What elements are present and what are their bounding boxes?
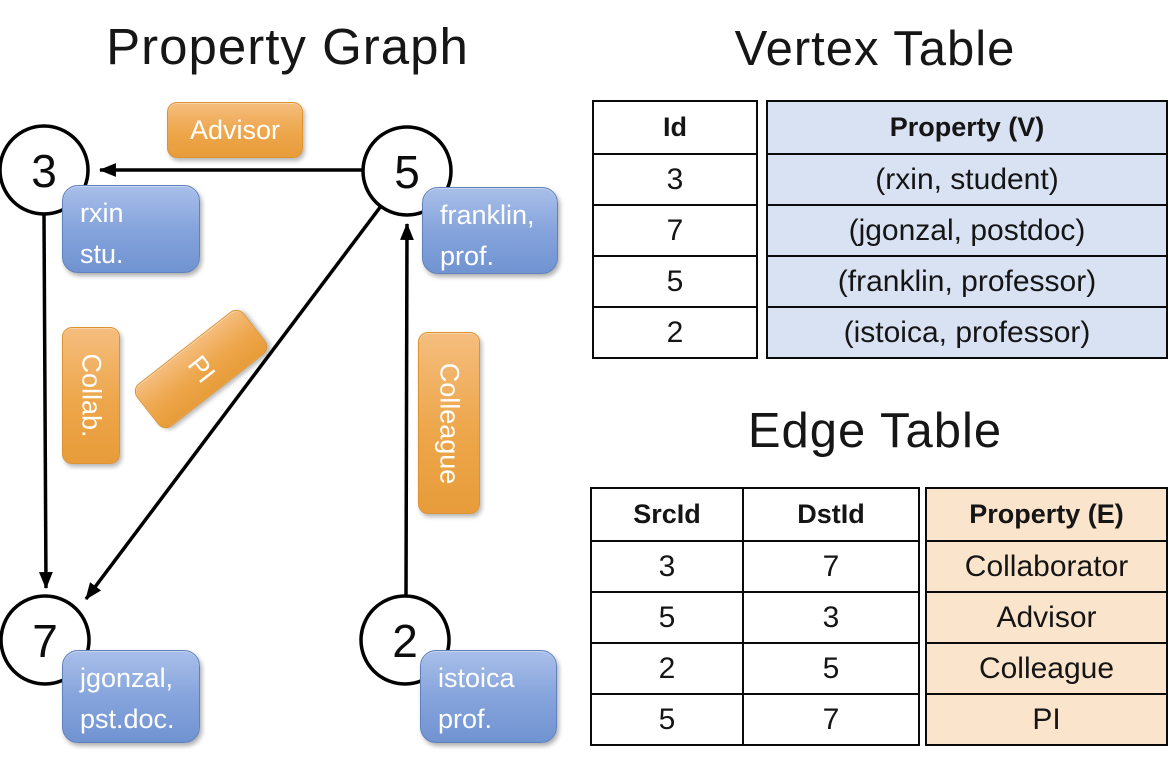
table-row: Property (V) [766,100,1168,155]
node-2-property-line1: istoica [438,663,515,693]
table-row: 2 [592,306,758,359]
edge-label-colleague-text: Colleague [434,362,465,484]
table-row: 5 7 [590,693,920,746]
edge-srcid-cell: 5 [590,591,744,644]
vertex-table-property-column: Property (V) (rxin, student) (jgonzal, p… [766,100,1168,359]
edge-table-property-column: Property (E) Collaborator Advisor Collea… [925,487,1168,746]
edge-table-id-columns: SrcId DstId 3 7 5 3 2 5 5 7 [590,487,920,746]
edge-srcid-cell: 3 [590,540,744,593]
edge-srcid-cell: 2 [590,642,744,695]
node-5-property-box: franklin, prof. [422,187,558,274]
vertex-property-cell: (rxin, student) [766,153,1168,206]
node-3-property-line2: stu. [80,239,124,269]
node-7-property-line2: pst.doc. [80,704,175,734]
table-row: Colleague [925,642,1168,695]
node-7-id: 7 [32,615,58,667]
edge-label-advisor: Advisor [167,102,303,158]
edge-dstid-cell: 7 [742,540,920,593]
node-7-property-line1: jgonzal, [80,663,174,693]
node-5-id: 5 [394,146,420,198]
edge-dstid-cell: 5 [742,642,920,695]
table-row: PI [925,693,1168,746]
edge-property-cell: Advisor [925,591,1168,644]
node-3-property-line1: rxin [80,198,124,228]
edge-dstid-cell: 3 [742,591,920,644]
node-2-property-box: istoica prof. [420,650,557,743]
table-row: Property (E) [925,487,1168,542]
edge-label-collab: Collab. [62,327,120,464]
edge-label-colleague: Colleague [418,332,480,514]
table-row: 5 3 [590,591,920,644]
table-row: (istoica, professor) [766,306,1168,359]
vertex-table-title: Vertex Table [734,22,1016,76]
table-row: 7 [592,204,758,257]
node-3-property-box: rxin stu. [62,185,200,273]
table-row: Collaborator [925,540,1168,593]
edge-table-title: Edge Table [747,404,1003,458]
vertex-id-cell: 2 [592,306,758,359]
edge-label-advisor-text: Advisor [189,114,281,145]
table-row: 5 [592,255,758,308]
edge-property-cell: PI [925,693,1168,746]
vertex-id-cell: 7 [592,204,758,257]
table-row: (jgonzal, postdoc) [766,204,1168,257]
vertex-property-cell: (franklin, professor) [766,255,1168,308]
table-row: 3 [592,153,758,206]
table-row: Advisor [925,591,1168,644]
vertex-property-header: Property (V) [766,100,1168,155]
node-5-property-line2: prof. [440,241,495,271]
node-2-id: 2 [392,615,418,667]
node-5-property-line1: franklin, [440,200,535,230]
node-7-property-box: jgonzal, pst.doc. [62,650,200,743]
edge-2-to-5-colleague [400,222,414,596]
edge-5-to-7-pi [84,204,383,601]
vertex-id-cell: 3 [592,153,758,206]
edge-dstid-cell: 7 [742,693,920,746]
vertex-id-cell: 5 [592,255,758,308]
table-row: 2 5 [590,642,920,695]
edge-label-collab-text: Collab. [76,353,107,438]
edge-srcid-cell: 5 [590,693,744,746]
edge-3-to-7-collab [39,214,53,590]
edge-label-pi-text: PI [181,349,222,388]
table-row: 3 7 [590,540,920,593]
node-2-property-line2: prof. [438,704,493,734]
vertex-table-id-column: Id 3 7 5 2 [592,100,758,359]
table-row: (franklin, professor) [766,255,1168,308]
edge-property-header: Property (E) [925,487,1168,542]
table-row: Id [592,100,758,155]
vertex-property-cell: (istoica, professor) [766,306,1168,359]
edge-property-cell: Colleague [925,642,1168,695]
vertex-id-header: Id [592,100,758,155]
edge-srcid-header: SrcId [590,487,744,542]
edge-property-cell: Collaborator [925,540,1168,593]
table-row: (rxin, student) [766,153,1168,206]
edge-dstid-header: DstId [742,487,920,542]
table-row: SrcId DstId [590,487,920,542]
property-graph-title: Property Graph [106,18,469,75]
vertex-property-cell: (jgonzal, postdoc) [766,204,1168,257]
node-3-id: 3 [31,145,57,197]
